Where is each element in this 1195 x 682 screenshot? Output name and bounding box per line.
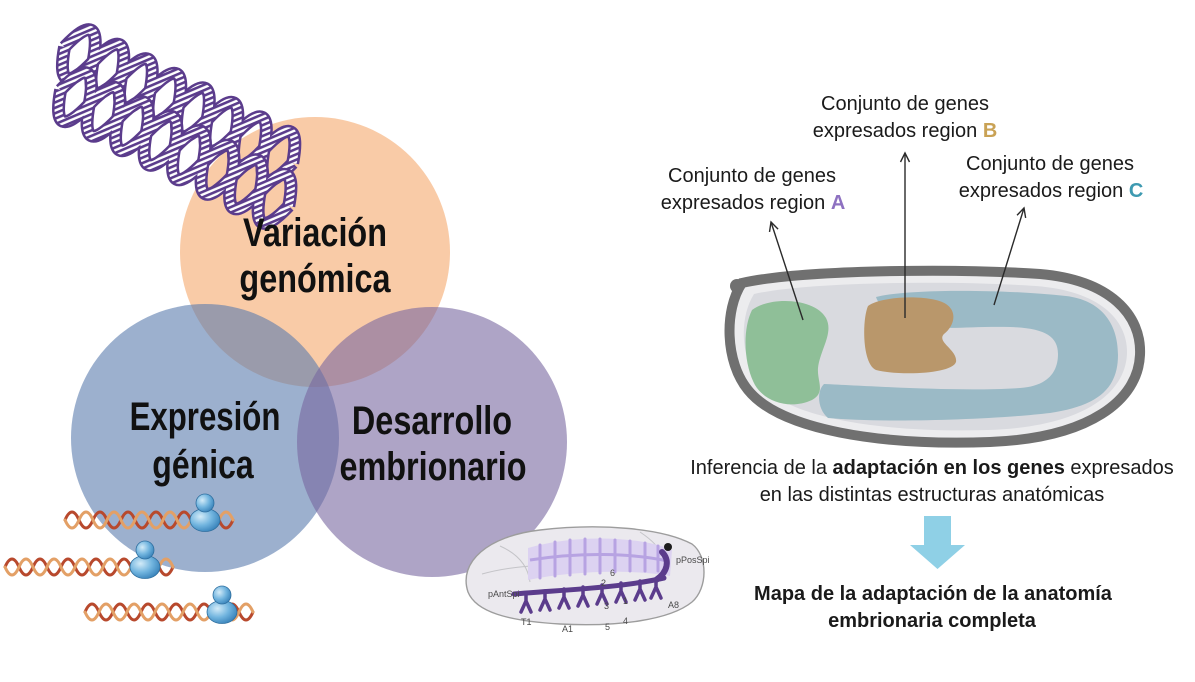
region-c-label-line2: expresados region C: [959, 180, 1144, 202]
larva-label-pposspi: pPosSpi: [676, 555, 710, 565]
inference-suffix: expresados: [1065, 457, 1174, 479]
larva-dorsal-segments: [538, 537, 660, 580]
larva-label-a1: A1: [562, 624, 573, 634]
region-a-area: [745, 300, 829, 405]
gene-expression-label-line2: génica: [152, 442, 254, 487]
region-a-label-line2: expresados region A: [661, 192, 846, 214]
inference-bold: adaptación en los genes: [833, 457, 1065, 479]
gene-expression-label-line1: Expresión: [130, 394, 281, 439]
inference-line1: Inferencia de la adaptación en los genes…: [690, 457, 1174, 479]
region-b-label: Conjunto de genes expresados region B: [813, 93, 998, 142]
region-b-label-prefix: expresados region: [813, 120, 983, 142]
region-a-label-prefix: expresados region: [661, 192, 831, 214]
larva-label-3: 3: [604, 601, 609, 611]
region-b-area: [864, 297, 957, 374]
inference-caption: Inferencia de la adaptación en los genes…: [690, 457, 1174, 506]
larva-label-5: 5: [605, 622, 610, 632]
region-b-label-line2: expresados region B: [813, 120, 998, 142]
embryonic-development-label-line1: Desarrollo: [352, 398, 512, 443]
embryonic-development-label-line2: embrionario: [339, 444, 526, 489]
region-c-pointer-arrow: [993, 206, 1027, 306]
inference-line2: en las distintas estructuras anatómicas: [760, 484, 1105, 506]
gene-expression-circle: [71, 304, 339, 572]
larva-ventral-spine: [511, 575, 667, 597]
region-c-label-line1: Conjunto de genes: [966, 153, 1134, 175]
region-b-letter: B: [983, 120, 997, 142]
larva-label-t1: T1: [521, 617, 532, 627]
larva-label-2: 2: [601, 578, 606, 588]
region-a-label: Conjunto de genes expresados region A: [661, 165, 846, 214]
region-c-area: [819, 290, 1118, 421]
region-b-label-line1: Conjunto de genes: [821, 93, 989, 115]
larva-eye-dot: [664, 543, 672, 551]
mrna-strand-icon: [3, 540, 175, 579]
mrna-strand-icon: [83, 585, 255, 624]
region-c-letter: C: [1129, 180, 1143, 202]
larva-embryo-illustration: pPosSpi pAntSpi T1 A1 A8 2 6 3 1 5 4: [465, 526, 710, 634]
inference-prefix: Inferencia de la: [690, 457, 832, 479]
larva-label-4: 4: [623, 616, 628, 626]
larva-label-a8: A8: [668, 600, 679, 610]
result-caption: Mapa de la adaptación de la anatomía emb…: [754, 583, 1113, 632]
embryonic-development-circle: [297, 307, 567, 577]
result-line1: Mapa de la adaptación de la anatomía: [754, 583, 1113, 605]
larva-label-pantspi: pAntSpi: [488, 589, 520, 599]
embryo-expression-map: [724, 151, 1146, 448]
genomic-variation-label-line1: Variación: [243, 210, 387, 255]
region-a-letter: A: [831, 192, 845, 214]
region-c-label: Conjunto de genes expresados region C: [959, 153, 1144, 202]
region-a-label-line1: Conjunto de genes: [668, 165, 836, 187]
embryo-micropyle: [730, 279, 744, 293]
down-arrow-icon: [910, 516, 965, 569]
larva-label-1: 1: [623, 596, 628, 606]
region-a-pointer-arrow: [768, 220, 804, 321]
genomic-variation-label-line2: genómica: [239, 256, 391, 301]
result-line2: embrionaria completa: [828, 610, 1037, 632]
region-c-label-prefix: expresados region: [959, 180, 1129, 202]
larva-label-6: 6: [610, 568, 615, 578]
venn-diagram: [71, 117, 567, 577]
